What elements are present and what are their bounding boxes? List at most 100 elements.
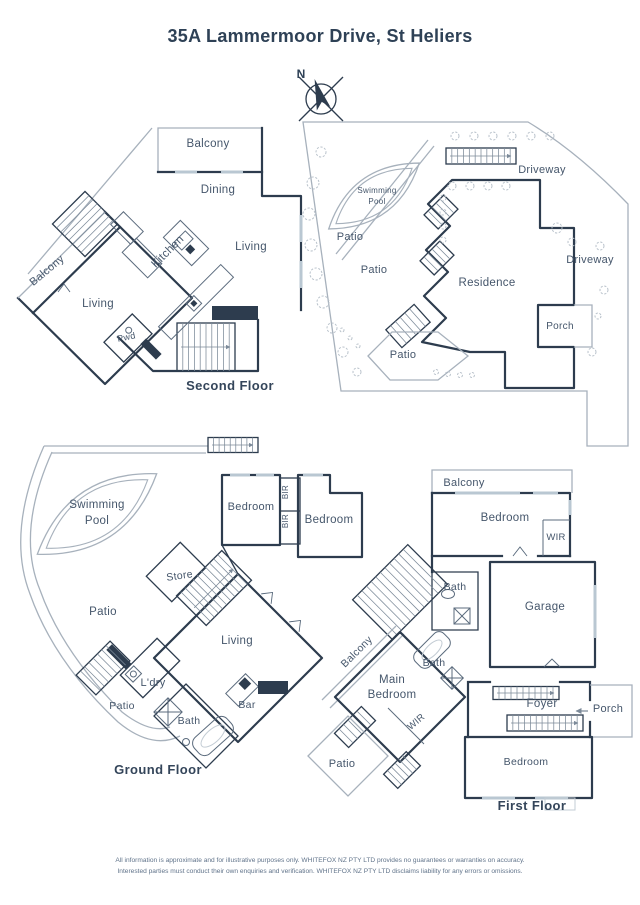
stairs [419,240,455,276]
room-label-garage: Garage [525,601,565,613]
room-label-patio: Patio [337,231,364,243]
room-label-bedroom: Bedroom [228,501,275,513]
laundry-room [119,637,181,699]
stairs [382,750,422,790]
bathtub [413,631,451,669]
room-label-dining: Dining [201,184,235,196]
tree-icon [355,343,361,349]
room-label-patio: Patio [390,349,417,361]
room-label-living: Living [235,241,267,253]
bath-outline [431,571,479,631]
disclaimer-line-2: Interested parties must conduct their ow… [117,868,522,875]
tree-icon [352,367,362,377]
bedroom-outline [220,473,282,547]
disclaimer-line-1: All information is approximate and for i… [115,857,524,864]
room-label-bath: Bath [423,657,446,669]
stairs [333,705,377,749]
stairs [176,322,236,372]
page-title: 35A Lammermoor Drive, St Heliers [167,26,472,46]
tree-icon [306,176,320,190]
tree-icon [526,131,536,141]
compass-circle [305,83,337,115]
room-label-wir: WIR [405,712,427,733]
tree-icon [595,241,605,251]
room-label-balcony: Balcony [443,477,484,489]
bath-outline [153,683,239,769]
tree-icon [447,181,457,191]
room-label-bir: BIR [281,485,290,499]
balcony-outline [431,469,573,495]
north-arrow-icon: N [297,67,344,122]
room-label-patio: Patio [89,606,117,618]
room-label-bar: Bar [238,699,255,711]
powder-room [103,313,153,363]
tree-icon [501,181,511,191]
tree-icon [567,237,577,247]
room-label-balcony: Balcony [186,138,229,150]
tree-icon [302,207,316,221]
tree-icon [439,194,447,202]
shower [153,697,183,727]
compass-needle [314,78,331,111]
room-label-residence: Residence [458,277,515,289]
stairs [51,190,119,258]
tree-icon [347,335,353,341]
kitchen-bench [110,211,235,341]
floor-caption-first-floor: First Floor [498,798,567,813]
room-label-patio: Patio [361,264,388,276]
room-label-driveway: Driveway [518,164,566,176]
tree-icon [551,222,563,234]
room-label-bedroom: Bedroom [481,512,530,524]
tree-icon [545,131,555,141]
residence-outline [420,178,576,390]
room-label-pwd: Pwd [116,330,136,344]
swimming-pool-shape [36,473,158,555]
room-label-porch: Porch [546,321,574,332]
room-label-living: Living [221,635,253,647]
bathtub [192,715,234,757]
stairs [351,543,449,641]
tree-icon [465,181,475,191]
stairs [506,714,584,732]
stairs [175,549,253,627]
tree-icon [469,372,475,378]
room-label-bath: Bath [444,581,467,593]
stairs [207,436,259,454]
tree-icon [507,131,517,141]
shower [439,665,465,691]
room-label-driveway: Driveway [566,254,614,266]
tree-icon [457,372,463,378]
tree-icon [339,327,345,333]
tree-icon [445,371,451,377]
floor-caption-ground-floor: Ground Floor [114,762,202,777]
shower [453,607,471,625]
garage-outline [488,560,597,669]
stairs [75,640,131,696]
tree-icon [469,131,479,141]
tree-icon [599,285,609,295]
tree-icon [439,222,447,230]
tree-icon [594,312,602,320]
tree-icon [433,369,439,375]
room-label-bedroom: Bedroom [504,756,549,768]
patio-outline [307,715,389,797]
site-trees [302,131,609,378]
tree-icon [316,295,330,309]
tree-icon [309,267,323,281]
room-label-kitchen: Kitchen [149,233,186,270]
room-label-patio: Patio [109,700,134,712]
porch-outline [590,684,633,738]
bedroom-outline [463,735,594,800]
tree-icon [587,347,597,357]
tree-icon [315,146,327,158]
living-outline [152,572,324,744]
room-label-patio: Patio [329,758,356,770]
tree-icon [337,346,349,358]
